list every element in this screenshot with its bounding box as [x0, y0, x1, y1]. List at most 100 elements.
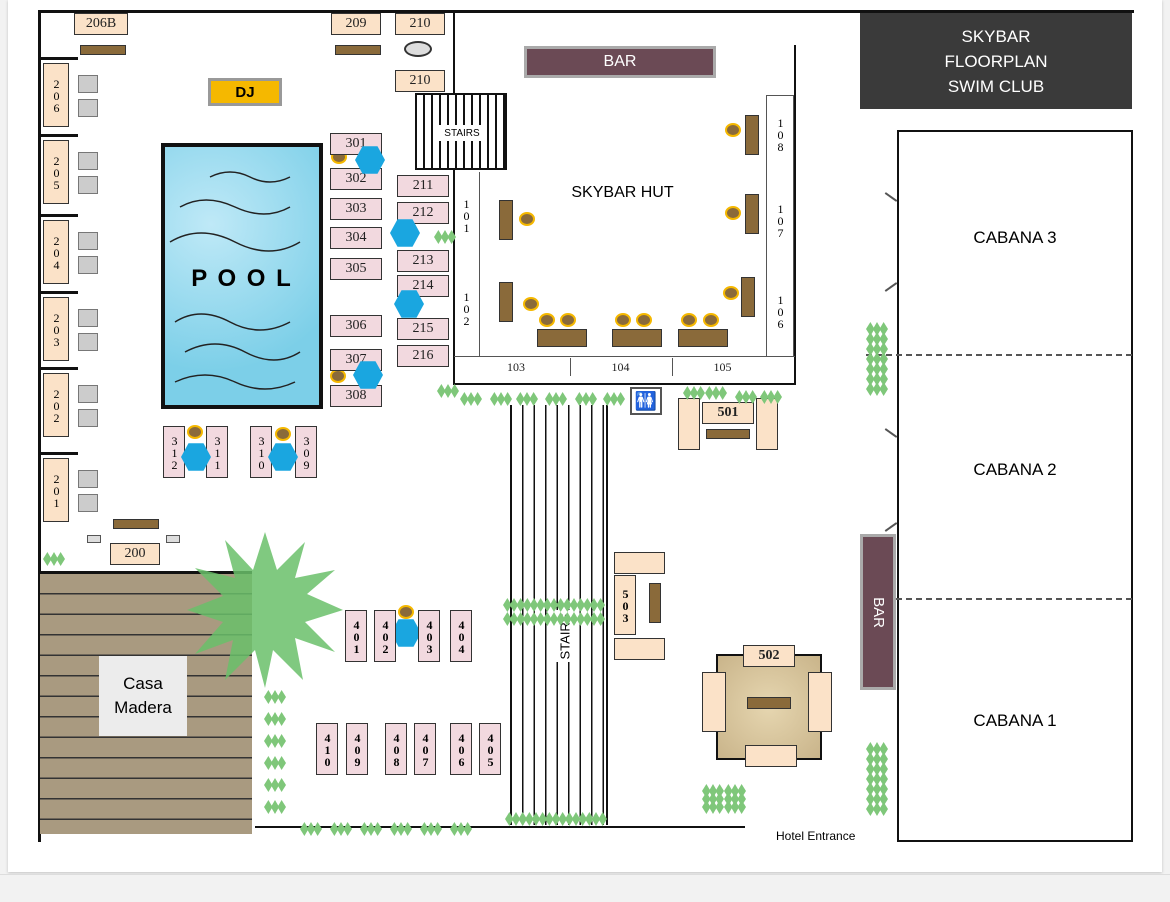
- plant-icon: [523, 598, 545, 612]
- casa-line2: Madera: [114, 698, 172, 717]
- hut-bed-102[interactable]: 102: [459, 290, 474, 326]
- plant-icon: [563, 612, 585, 626]
- cabana-divider-1: [866, 354, 1132, 356]
- bed-212[interactable]: 212: [397, 202, 449, 224]
- bed-403[interactable]: 403: [418, 610, 440, 662]
- dj-label: DJ: [235, 83, 255, 101]
- bed-404[interactable]: 404: [450, 610, 472, 662]
- plant-icon: [583, 612, 605, 626]
- hut-bed-105[interactable]: 105: [672, 358, 772, 376]
- sofa-503[interactable]: 503: [614, 575, 636, 635]
- hotel-entrance-label: Hotel Entrance: [776, 829, 856, 843]
- skybar-hut-label: SKYBAR HUT: [571, 184, 674, 201]
- left-bed-205[interactable]: 205: [43, 140, 69, 204]
- left-bed-203[interactable]: 203: [43, 297, 69, 361]
- hut-bed-107[interactable]: 107: [773, 202, 788, 238]
- lounge-502-right: [808, 672, 832, 732]
- side-bar-label: BAR: [869, 596, 887, 628]
- pool-bed-308[interactable]: 308: [330, 385, 382, 407]
- plant-icon: [43, 552, 65, 566]
- bed-401[interactable]: 401: [345, 610, 367, 662]
- hut-right-wall-top: [794, 45, 796, 175]
- pool-pair-bed-312[interactable]: 312: [163, 426, 185, 478]
- room-210-top[interactable]: 210: [395, 13, 445, 35]
- plant-icon: [866, 342, 888, 356]
- left-bed-201[interactable]: 201: [43, 458, 69, 522]
- plant-icon: [866, 752, 888, 766]
- plant-icon: [866, 792, 888, 806]
- plant-icon: [264, 778, 286, 792]
- bed-215[interactable]: 215: [397, 318, 449, 340]
- plant-icon: [545, 812, 567, 826]
- hut-bed-101[interactable]: 101: [459, 197, 474, 233]
- stool-icon: [723, 286, 739, 300]
- bed-410[interactable]: 410: [316, 723, 338, 775]
- outer-wall-left: [38, 10, 41, 842]
- bed-405[interactable]: 405: [479, 723, 501, 775]
- room-209[interactable]: 209: [331, 13, 381, 35]
- pool-pair-bed-310[interactable]: 310: [250, 426, 272, 478]
- table-209: [335, 45, 381, 55]
- bed-408[interactable]: 408: [385, 723, 407, 775]
- plant-icon: [760, 390, 782, 404]
- wave: [169, 232, 301, 252]
- chair-icon: [78, 152, 98, 170]
- top-bar: BAR: [524, 46, 716, 78]
- stool-icon: [398, 605, 414, 619]
- pool-label: P O O L: [191, 265, 293, 292]
- left-bed-204[interactable]: 204: [43, 220, 69, 284]
- room-210-bottom[interactable]: 210: [395, 70, 445, 92]
- stool-icon: [187, 425, 203, 439]
- sofa-501[interactable]: 501: [702, 402, 754, 424]
- title-line1: SKYBAR: [961, 26, 1031, 46]
- wave: [174, 374, 296, 390]
- pool-bed-305[interactable]: 305: [330, 258, 382, 280]
- plant-icon: [264, 756, 286, 770]
- sofa-501-left: [678, 398, 700, 450]
- stool-icon: [275, 427, 291, 441]
- cabana-block: [897, 130, 1133, 842]
- cabana-3-label: CABANA 3: [973, 228, 1057, 247]
- hut-bed-108[interactable]: 108: [773, 116, 788, 152]
- pool-bed-306[interactable]: 306: [330, 315, 382, 337]
- chair-icon: [78, 75, 98, 93]
- bed-213[interactable]: 213: [397, 250, 449, 272]
- bed-211[interactable]: 211: [397, 175, 449, 197]
- pool-bed-303[interactable]: 303: [330, 198, 382, 220]
- chair-icon: [78, 470, 98, 488]
- bed-402[interactable]: 402: [374, 610, 396, 662]
- bed-409[interactable]: 409: [346, 723, 368, 775]
- bed-406[interactable]: 406: [450, 723, 472, 775]
- hut-bed-106[interactable]: 106: [773, 293, 788, 329]
- hut-table: [678, 329, 728, 347]
- hut-table: [612, 329, 662, 347]
- chair-icon: [78, 176, 98, 194]
- bed-407[interactable]: 407: [414, 723, 436, 775]
- room-206b[interactable]: 206B: [74, 13, 128, 35]
- plant-icon: [866, 362, 888, 376]
- title-box: SKYBAR FLOORPLAN SWIM CLUB: [860, 13, 1132, 109]
- plant-icon: [866, 322, 888, 336]
- wall-divider-hut-left: [453, 10, 455, 93]
- plant-icon: [683, 386, 705, 400]
- plant-icon: [866, 802, 888, 816]
- left-bed-202[interactable]: 202: [43, 373, 69, 437]
- room-200[interactable]: 200: [110, 543, 160, 565]
- plant-icon: [360, 822, 382, 836]
- pool-pair-bed-309[interactable]: 309: [295, 426, 317, 478]
- pool-pair-bed-311[interactable]: 311: [206, 426, 228, 478]
- plant-icon: [543, 612, 565, 626]
- hut-bed-104[interactable]: 104: [570, 358, 670, 376]
- hut-bed-103[interactable]: 103: [507, 359, 525, 374]
- bed-216[interactable]: 216: [397, 345, 449, 367]
- stool-icon: [725, 206, 741, 220]
- plant-icon: [866, 742, 888, 756]
- plant-icon: [702, 800, 724, 814]
- hut-left-panel: [454, 172, 480, 356]
- lounge-502[interactable]: 502: [743, 645, 795, 667]
- left-bed-206[interactable]: 206: [43, 63, 69, 127]
- bottom-strip: [0, 874, 1170, 902]
- pool-bed-304[interactable]: 304: [330, 227, 382, 249]
- hut-table: [499, 200, 513, 240]
